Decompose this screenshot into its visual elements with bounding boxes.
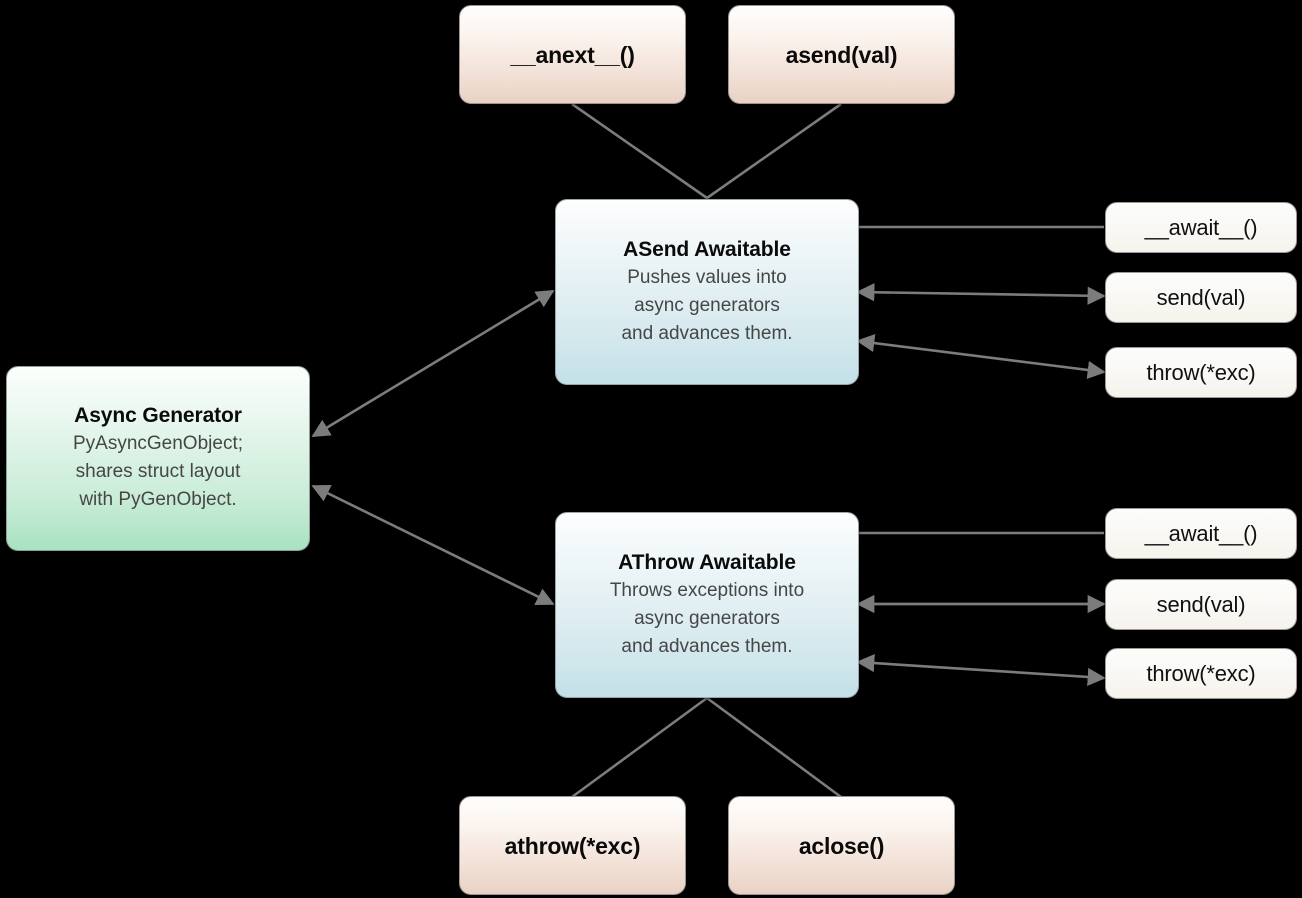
node-asend-method-throw[interactable]: throw(*exc) [1105,347,1297,398]
edge-generator-athrow [311,484,555,606]
node-athrow-method-send-label: send(val) [1156,591,1246,617]
node-method-asend-label: asend(val) [785,41,898,68]
node-async-generator-description: PyAsyncGenObject; shares struct layout w… [72,433,244,510]
node-asend-method-throw-label: throw(*exc) [1146,359,1256,385]
node-athrow-method-await[interactable]: __await__() [1105,508,1297,559]
edge-asend-send [856,283,1106,305]
node-asend-method-send-label: send(val) [1156,284,1246,310]
node-athrow-awaitable-title: AThrow Awaitable [618,550,796,574]
node-athrow-method-send[interactable]: send(val) [1105,579,1297,630]
node-async-generator[interactable]: Async Generator PyAsyncGenObject; shares… [6,366,310,551]
node-method-anext[interactable]: __anext__() [459,5,686,104]
edge-athrow-throw [856,653,1106,687]
edge-asend-to-asend [706,102,842,200]
edge-anext-to-asend [571,102,708,200]
node-asend-awaitable-title: ASend Awaitable [623,237,791,261]
edge-asend-throw [856,334,1106,379]
node-method-asend[interactable]: asend(val) [728,5,955,104]
edge-athrow-to-athrow [571,696,708,799]
node-asend-awaitable[interactable]: ASend Awaitable Pushes values into async… [555,199,859,385]
node-athrow-awaitable-description: Throws exceptions into async generators … [609,579,805,657]
node-athrow-method-throw-label: throw(*exc) [1146,660,1256,686]
node-athrow-method-throw[interactable]: throw(*exc) [1105,648,1297,699]
node-method-aclose[interactable]: aclose() [728,796,955,895]
node-athrow-method-await-label: __await__() [1144,520,1258,546]
node-async-generator-title: Async Generator [74,404,242,427]
edge-aclose-to-athrow [706,696,842,799]
node-method-anext-label: __anext__() [510,41,635,68]
node-method-aclose-label: aclose() [798,832,885,859]
node-athrow-awaitable[interactable]: AThrow Awaitable Throws exceptions into … [555,512,859,698]
node-asend-method-await-label: __await__() [1144,214,1258,240]
node-asend-awaitable-description: Pushes values into async generators and … [621,266,793,344]
edge-generator-asend [311,289,555,438]
node-method-athrow[interactable]: athrow(*exc) [459,796,686,895]
node-method-athrow-label: athrow(*exc) [504,832,641,859]
node-asend-method-await[interactable]: __await__() [1105,202,1297,253]
node-asend-method-send[interactable]: send(val) [1105,272,1297,323]
